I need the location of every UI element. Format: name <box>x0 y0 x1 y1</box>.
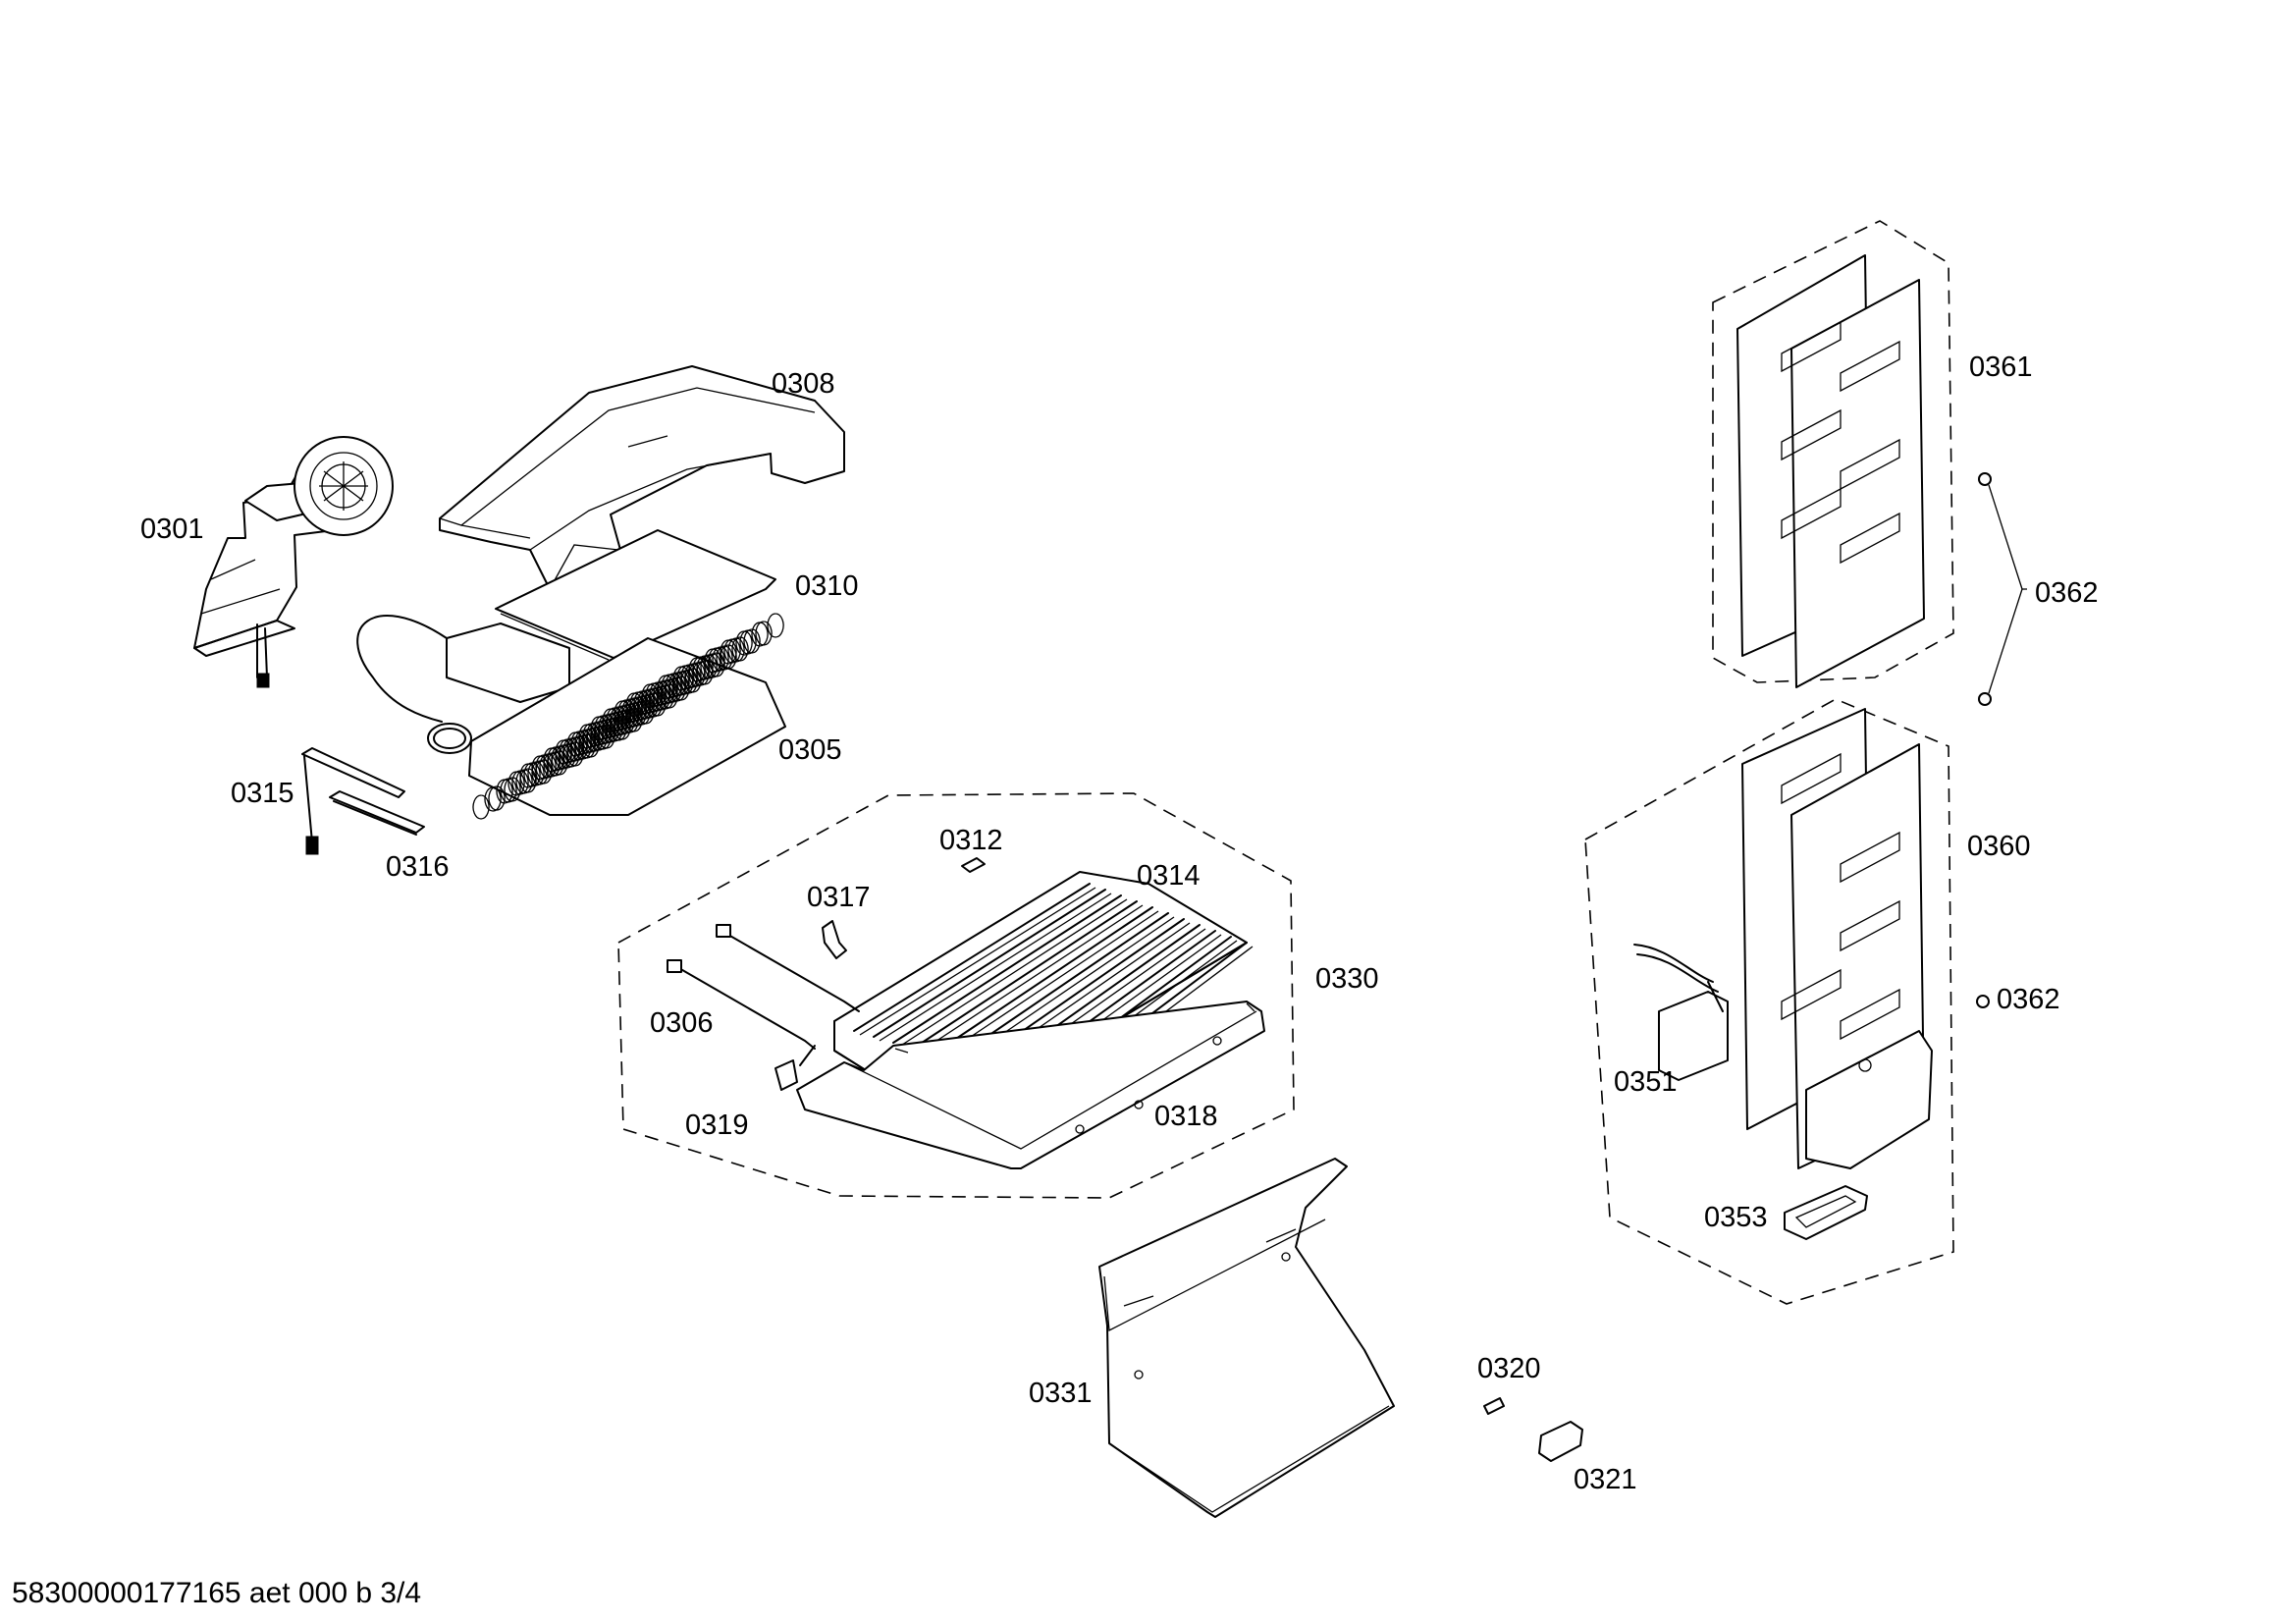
label-0316: 0316 <box>386 851 450 883</box>
label-0361: 0361 <box>1969 352 2033 383</box>
label-0331: 0331 <box>1029 1378 1093 1409</box>
part-0315-sensor <box>301 747 405 855</box>
panel-slot <box>1840 988 1900 1041</box>
label-0308: 0308 <box>772 368 835 400</box>
label-0306: 0306 <box>650 1007 714 1039</box>
panel-slot <box>1840 438 1900 491</box>
grid-evaporator-bar-edge <box>898 898 1128 1048</box>
label-0320: 0320 <box>1477 1353 1541 1384</box>
grid-evaporator-bar-edge <box>879 893 1112 1042</box>
label-0301: 0301 <box>140 514 204 545</box>
panel-slot <box>1781 968 1842 1021</box>
part-0316-sensor <box>329 790 425 836</box>
label-0314: 0314 <box>1137 860 1201 892</box>
part-0361-panels <box>1736 254 1925 688</box>
label-0353: 0353 <box>1704 1202 1768 1233</box>
label-0362-upper: 0362 <box>2035 577 2099 609</box>
panel-slot <box>1840 512 1900 565</box>
part-0353-seal <box>1784 1185 1868 1240</box>
label-0321: 0321 <box>1574 1464 1637 1495</box>
label-0319: 0319 <box>685 1110 749 1141</box>
label-0330: 0330 <box>1315 963 1379 995</box>
label-0305: 0305 <box>778 734 842 766</box>
panel-slot <box>1840 340 1900 393</box>
grid-evaporator-bar <box>912 900 1138 1050</box>
panel-slot <box>1781 408 1842 461</box>
part-0351-switch <box>1633 944 1729 1081</box>
group-0361-outline <box>1712 220 1954 683</box>
part-0310-plate <box>495 529 776 661</box>
label-0315: 0315 <box>231 778 294 809</box>
part-0319-block <box>774 1059 798 1091</box>
grid-evaporator-bar <box>932 906 1153 1056</box>
part-0318-tray <box>796 1001 1265 1169</box>
part-0308-cover <box>439 365 845 598</box>
group-0360-outline <box>1584 698 1954 1305</box>
part-0331-bottom-cover <box>1098 1158 1395 1518</box>
grid-evaporator-bar <box>873 889 1106 1038</box>
part-0362-screws-upper <box>1978 472 2027 706</box>
panel-slot <box>1781 752 1842 805</box>
document-footer-code: 58300000177165 aet 000 b 3/4 <box>12 1577 422 1609</box>
label-0310: 0310 <box>795 570 859 602</box>
part-0360-panels <box>1741 708 1933 1169</box>
grid-evaporator-bar <box>853 883 1091 1032</box>
label-0351: 0351 <box>1614 1066 1678 1098</box>
label-0312: 0312 <box>939 825 1003 856</box>
part-0362-screw-lower <box>1976 995 1990 1008</box>
part-0320-pin <box>1483 1397 1505 1415</box>
grid-evaporator-bar <box>892 894 1122 1044</box>
part-0317-bracket <box>822 920 847 959</box>
grid-evaporator-bar-edge <box>918 904 1144 1054</box>
label-0360: 0360 <box>1967 831 2031 862</box>
grid-evaporator-bar-edge <box>937 910 1159 1059</box>
part-0305-evaporator <box>356 613 786 820</box>
part-0312-clip <box>961 857 986 873</box>
panel-slot <box>1840 831 1900 884</box>
part-0301-fan-housing <box>193 436 394 688</box>
grid-evaporator-bar-edge <box>859 887 1096 1036</box>
evaporator-coil-row <box>625 613 784 718</box>
label-0317: 0317 <box>807 882 871 913</box>
part-0321-cap <box>1538 1421 1583 1462</box>
group-0330-outline <box>617 792 1295 1199</box>
label-0362-lower: 0362 <box>1997 984 2060 1015</box>
panel-slot <box>1781 320 1842 373</box>
label-0318: 0318 <box>1154 1101 1218 1132</box>
part-0306-wire-harness <box>667 924 860 1066</box>
panel-slot <box>1840 899 1900 952</box>
panel-slot <box>1781 487 1842 540</box>
